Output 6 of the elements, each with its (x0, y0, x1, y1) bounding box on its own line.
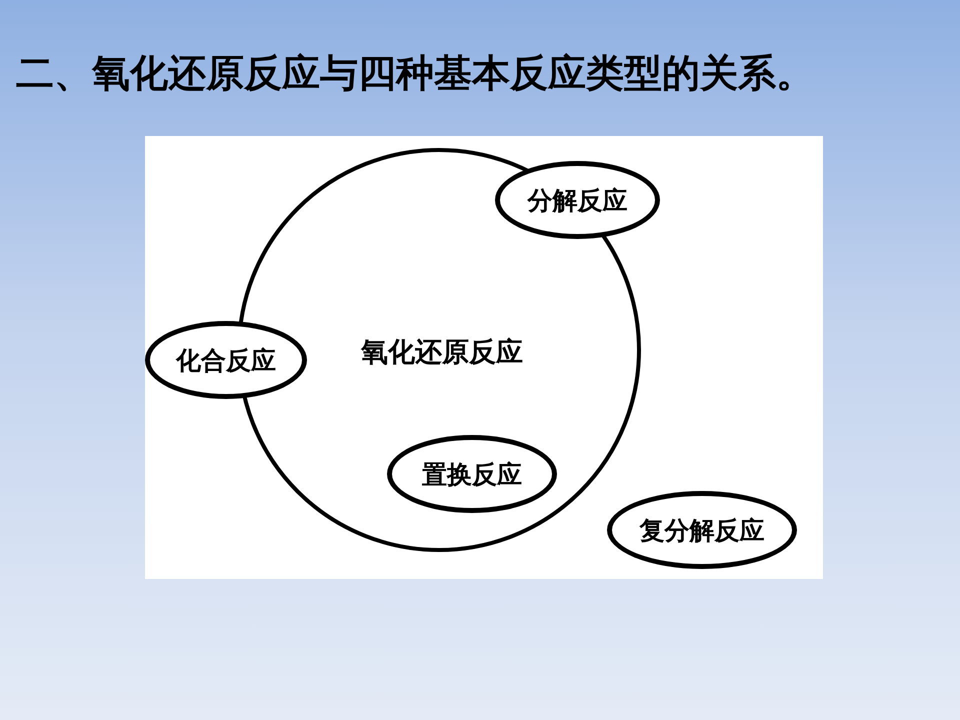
node-label: 化合反应 (176, 344, 276, 376)
slide-title: 二、氧化还原反应与四种基本反应类型的关系。 (16, 50, 814, 97)
node-label: 复分解反应 (640, 514, 764, 546)
node-label: 氧化还原反应 (361, 336, 523, 370)
node-label: 置换反应 (422, 458, 522, 490)
node-label: 分解反应 (528, 184, 628, 216)
